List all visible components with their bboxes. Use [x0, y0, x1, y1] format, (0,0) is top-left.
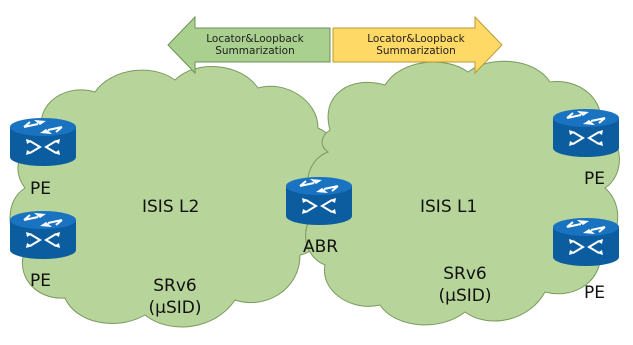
cloud-isis-l1	[305, 60, 620, 326]
area-right-srv6: SRv6 (μSID)	[420, 263, 510, 307]
router-pe-right-bottom-icon	[552, 217, 620, 267]
router-pe-left-top-label: PE	[30, 179, 51, 199]
arrow-left-label-line2: Summarization	[215, 45, 295, 57]
arrow-left-label: Locator&Loopback Summarization	[175, 33, 335, 57]
router-pe-right-top-icon	[552, 108, 620, 158]
arrow-right-label: Locator&Loopback Summarization	[336, 33, 496, 57]
router-abr-label: ABR	[303, 237, 339, 257]
area-left-name: ISIS L2	[142, 197, 200, 217]
router-pe-left-top-icon	[9, 117, 77, 167]
area-left-srv6: SRv6 (μSID)	[130, 275, 220, 319]
area-right-name: ISIS L1	[420, 197, 478, 217]
arrow-left-label-line1: Locator&Loopback	[206, 33, 304, 45]
arrow-right-label-line1: Locator&Loopback	[367, 33, 465, 45]
area-right-srv6-line1: SRv6	[443, 264, 487, 284]
summarization-arrow-left	[167, 15, 331, 75]
area-left-srv6-line1: SRv6	[153, 276, 197, 296]
summarization-arrow-right	[332, 15, 503, 75]
area-right-srv6-line2: (μSID)	[438, 286, 492, 306]
router-pe-left-bottom-label: PE	[30, 271, 51, 291]
arrow-right-label-line2: Summarization	[376, 45, 456, 57]
router-abr-icon	[285, 176, 353, 226]
area-left-srv6-line2: (μSID)	[148, 298, 202, 318]
router-pe-right-bottom-label: PE	[584, 283, 605, 303]
router-pe-right-top-label: PE	[584, 169, 605, 189]
router-pe-left-bottom-icon	[9, 210, 77, 260]
